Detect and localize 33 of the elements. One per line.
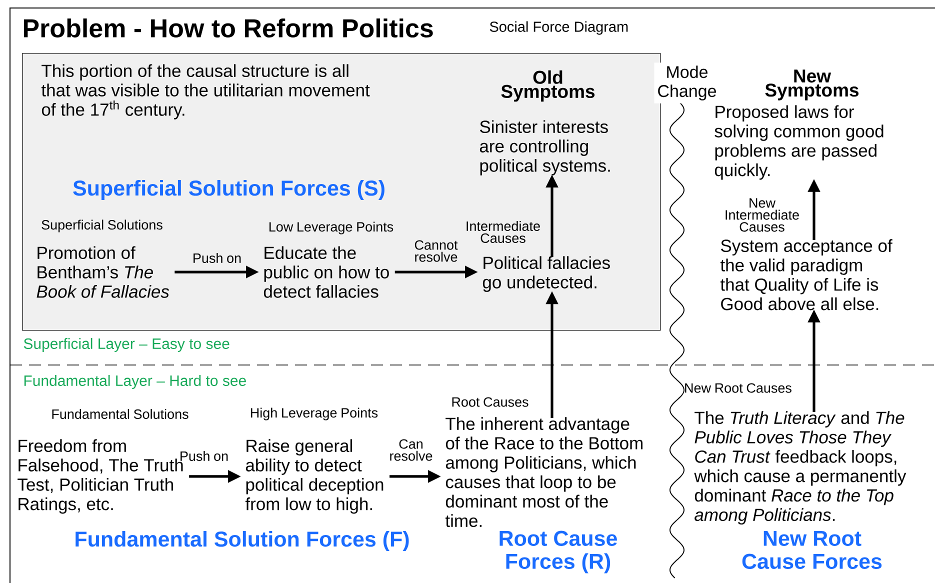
edge-label: Push on (180, 451, 228, 461)
heading: Old Symptoms (501, 70, 595, 102)
mode-change-label: Mode Change (654, 62, 720, 104)
node-text: Political fallacies go undetected. (482, 256, 610, 292)
heading: New Intermediate Causes (726, 198, 799, 232)
title: Problem - How to Reform Politics (24, 18, 433, 38)
edge-label: Cannot resolve (414, 240, 458, 262)
node-text: The Truth Literacy and The Public Loves Those They Can Trust feedback loops, which cause a permanently dominant Race to the Top among Politicians. (694, 411, 906, 524)
edge-label: Push on (194, 253, 241, 263)
layer-label: Fundamental Layer – Hard to see (24, 375, 246, 389)
heading: New Symptoms (765, 70, 859, 100)
node-text: Promotion of Bentham’s The Book of Fallacies (36, 246, 170, 298)
heading: Intermediate Causes (466, 221, 540, 243)
heading: High Leverage Points (251, 408, 378, 420)
node-text: System acceptance of the valid paradigm that Quality of Life is Good above all else. (720, 239, 892, 310)
heading: Root Causes (452, 397, 528, 407)
force-label: New Root Cause Forces (742, 531, 882, 569)
node-text: Sinister interests are controlling political systems. (480, 120, 610, 176)
node-text: Proposed laws for solving common good problems are passed quickly. (714, 105, 884, 180)
node-text: Educate the public on how to detect fallacies (264, 246, 389, 298)
edge-label: Can resolve (390, 439, 432, 461)
diagram-subtitle: Social Force Diagram (490, 21, 628, 35)
layer-label: Superficial Layer – Easy to see (24, 338, 230, 352)
force-label: Root Cause Forces (R) (500, 530, 617, 574)
node-text: Raise general ability to detect political deception from low to high. (245, 439, 384, 514)
heading: New Root Causes (685, 383, 792, 393)
node-text: This portion of the causal structure is all that was visible to the utilitarian movement of the 17$^{th}$ century. (41, 64, 370, 120)
heading: Fundamental Solutions (52, 409, 188, 419)
node-text: The inherent advantage of the Race to the Bottom among Politicians, which causes that loop to be dominant most of the time. (445, 417, 642, 528)
force-label: Fundamental Solution Forces (F) (76, 530, 409, 552)
force-label: Superficial Solution Forces (S) (73, 180, 384, 200)
heading: Low Leverage Points (270, 222, 394, 234)
heading: Superficial Solutions (42, 220, 162, 232)
